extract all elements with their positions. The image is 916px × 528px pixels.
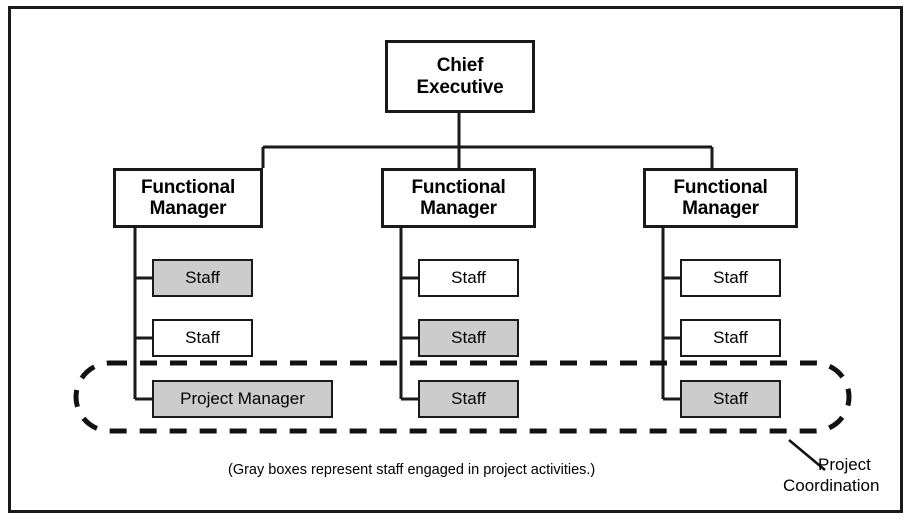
node-functional-manager-3[interactable]: Functional Manager <box>643 168 798 228</box>
node-col-2-report-1-label: Staff <box>451 268 486 288</box>
project-coordination-envelope <box>73 360 852 434</box>
node-col-2-report-2-label: Staff <box>451 328 486 348</box>
node-col-1-report-2[interactable]: Staff <box>152 319 253 357</box>
node-col-3-report-2[interactable]: Staff <box>680 319 781 357</box>
node-col-3-report-3[interactable]: Staff <box>680 380 781 418</box>
node-col-1-report-3[interactable]: Project Manager <box>152 380 333 418</box>
node-functional-manager-2-label: Functional Manager <box>411 176 506 219</box>
node-col-1-report-1[interactable]: Staff <box>152 259 253 297</box>
node-col-2-report-2[interactable]: Staff <box>418 319 519 357</box>
node-col-2-report-3[interactable]: Staff <box>418 380 519 418</box>
project-coordination-line-1: Project <box>818 455 871 474</box>
node-col-2-report-3-label: Staff <box>451 389 486 409</box>
node-functional-manager-1-label: Functional Manager <box>140 176 236 219</box>
node-col-2-report-1[interactable]: Staff <box>418 259 519 297</box>
node-chief-executive[interactable]: Chief Executive <box>385 40 535 113</box>
node-col-3-report-3-label: Staff <box>713 389 748 409</box>
node-col-1-report-3-label: Project Manager <box>180 389 305 409</box>
node-functional-manager-2[interactable]: Functional Manager <box>381 168 536 228</box>
annotation-leader-line <box>788 439 826 471</box>
node-col-3-report-1[interactable]: Staff <box>680 259 781 297</box>
node-functional-manager-1[interactable]: Functional Manager <box>113 168 263 228</box>
legend-caption: (Gray boxes represent staff engaged in p… <box>228 462 595 478</box>
node-col-3-report-2-label: Staff <box>713 328 748 348</box>
legend-caption-text: (Gray boxes represent staff engaged in p… <box>228 462 596 478</box>
node-chief-executive-label: Chief Executive <box>416 55 504 98</box>
project-coordination-annotation: Project Coordination <box>783 455 879 496</box>
node-col-1-report-1-label: Staff <box>185 268 220 288</box>
project-coordination-line-2: Coordination <box>783 475 880 495</box>
node-col-1-report-2-label: Staff <box>185 328 220 348</box>
node-col-3-report-1-label: Staff <box>713 268 748 288</box>
node-functional-manager-3-label: Functional Manager <box>673 176 768 219</box>
